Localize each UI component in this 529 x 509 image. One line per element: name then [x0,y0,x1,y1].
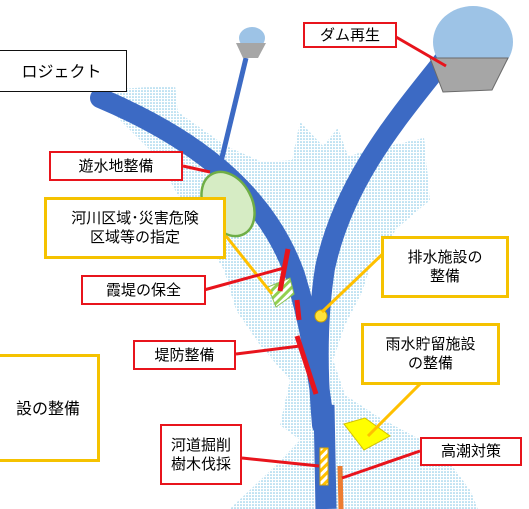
embankment-label-text: 堤防整備 [154,345,215,364]
connector-rainwater [366,374,430,438]
rainwater-storage-line-2: の整備 [407,354,453,372]
dam-label-text: ダム再生 [319,25,380,44]
channel-excavation-label: 河道掘削 樹木伐採 [160,424,242,485]
zone-designation-label: 河川区域･災害危険 区域等の指定 [44,197,226,259]
drainage-facility-line-2: 整備 [429,267,460,285]
small-tributary [216,57,249,171]
storm-surge-label: 高潮対策 [420,437,522,466]
connector-dam [395,35,447,68]
retarding-basin-label: 遊水地整備 [49,151,183,181]
connector-kasumi [203,266,285,292]
connector-surge [341,449,421,480]
facility-left-label-text: 設の整備 [15,398,80,418]
drainage-facility-line-1: 排水施設の [407,248,483,266]
connector-retarding [182,164,211,174]
retarding-basin-label-text: 遊水地整備 [78,156,154,175]
connector-zone [224,235,274,295]
dam-label: ダム再生 [303,22,397,48]
embankment-label: 堤防整備 [133,340,236,370]
small-dam-body [236,43,266,58]
kasumi-levee-mark-2 [294,299,302,321]
channel-excavation-line-2: 樹木伐採 [170,454,231,473]
channel-excavation-line-1: 河道掘削 [170,435,231,454]
zone-designation-line-1: 河川区域･災害危険 [71,209,199,227]
zone-designation-line-2: 区域等の指定 [89,228,180,246]
embankment-mark [294,335,319,395]
kasumi-levee-label-text: 霞堤の保全 [105,280,181,299]
rainwater-storage-area [343,417,391,451]
channel-excavation-mark [319,447,329,486]
facility-left-label: 設の整備 [0,354,100,462]
kasumi-levee-mark-1 [277,248,291,292]
storm-surge-mark [337,465,344,509]
rainwater-storage-line-1: 雨水貯留施設 [385,335,476,353]
drainage-facility-label: 排水施設の 整備 [381,236,509,298]
storm-surge-label-text: 高潮対策 [440,442,501,460]
connector-embankment [235,344,301,356]
large-dam-body [429,57,509,93]
right-river-branch [308,42,460,435]
kasumi-levee-label: 霞堤の保全 [81,275,206,305]
drainage-point [314,309,328,323]
project-label-text: ロジェクト [21,61,102,81]
rainwater-storage-label: 雨水貯留施設 の整備 [361,323,500,385]
connector-channel [241,456,320,468]
project-label: ロジェクト [0,50,127,92]
